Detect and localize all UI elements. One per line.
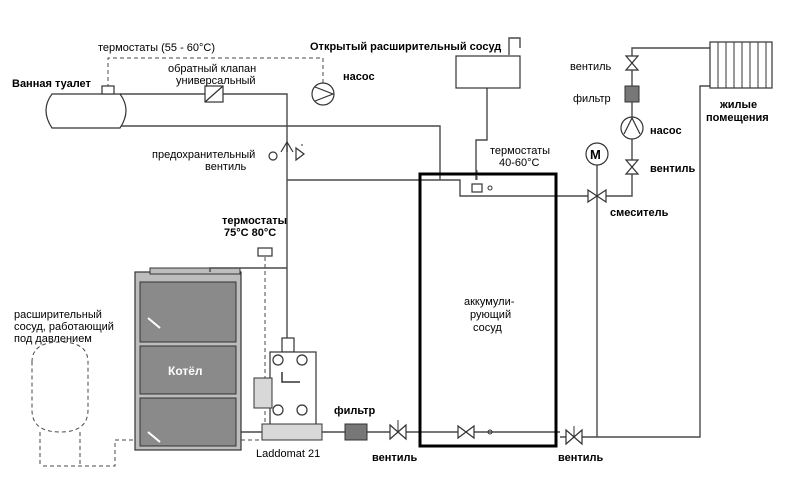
boiler-thermostat <box>257 247 273 257</box>
valve-bottom-1-label: вентиль <box>372 452 418 464</box>
thermostats-boiler-label-1: термостаты <box>222 215 287 227</box>
valve-top-right <box>624 55 640 71</box>
control-lines <box>42 57 478 467</box>
check-valve-label-1: обратный клапан <box>168 63 256 75</box>
motor-label: M <box>590 147 601 162</box>
safety-valve-label-1: предохранительный <box>152 149 255 161</box>
pipes <box>120 37 710 438</box>
laddomat <box>253 337 323 441</box>
check-valve <box>204 85 224 103</box>
living-label-1: жилые <box>719 99 757 111</box>
thermostats-top-label: термостаты (55 - 60°С) <box>98 42 215 54</box>
pump-top-label: насос <box>343 71 375 83</box>
valve-right-mid-label: вентиль <box>650 163 696 175</box>
valve-right-mid <box>624 159 640 175</box>
accumulator-bottom-valve <box>457 424 493 440</box>
pressure-tank-label-3: под давлением <box>14 333 92 345</box>
accumulator-label-1: аккумули- <box>464 296 515 308</box>
filter-bottom <box>344 423 368 441</box>
laddomat-label: Laddomat 21 <box>256 448 320 460</box>
pressure-expansion-tank <box>31 341 89 466</box>
filter-right <box>624 85 640 103</box>
accumulator-label-2: рующий <box>470 309 511 321</box>
thermostats-acc-label-1: термостаты <box>490 145 550 157</box>
pump-right-label: насос <box>650 125 682 137</box>
mixer-label: смеситель <box>610 207 669 219</box>
thermostats-boiler-label-2: 75°С 80°С <box>224 227 276 239</box>
boiler <box>134 267 242 451</box>
check-valve-label-2: универсальный <box>176 75 256 87</box>
open-tank-label: Открытый расширительный сосуд <box>310 41 501 53</box>
valve-bottom-1 <box>389 420 407 441</box>
motor <box>585 142 609 166</box>
valve-bottom-2-label: вентиль <box>558 452 604 464</box>
valve-bottom-2 <box>565 426 583 446</box>
safety-valve-label-2: вентиль <box>205 161 247 173</box>
bathroom-label: Ванная туалет <box>12 78 92 90</box>
bathroom-tank <box>45 85 127 129</box>
accumulator-thermostat <box>471 183 493 193</box>
accumulator-label-3: сосуд <box>473 322 502 334</box>
boiler-label: Котёл <box>168 364 203 378</box>
mixer <box>587 188 607 204</box>
radiator-living <box>709 41 773 89</box>
filter-bottom-label: фильтр <box>334 405 376 417</box>
open-expansion-tank <box>455 55 521 89</box>
thermostats-acc-label-2: 40-60°С <box>499 157 540 169</box>
living-label-2: помещения <box>706 112 769 124</box>
safety-valve <box>268 140 305 162</box>
valve-top-right-label: вентиль <box>570 61 612 73</box>
pump-top <box>311 82 335 106</box>
filter-right-label: фильтр <box>573 93 611 105</box>
pressure-tank-label-2: сосуд, работающий <box>14 321 114 333</box>
pump-right <box>620 116 644 140</box>
pressure-tank-label-1: расширительный <box>14 309 102 321</box>
accumulator-tank <box>418 172 558 448</box>
